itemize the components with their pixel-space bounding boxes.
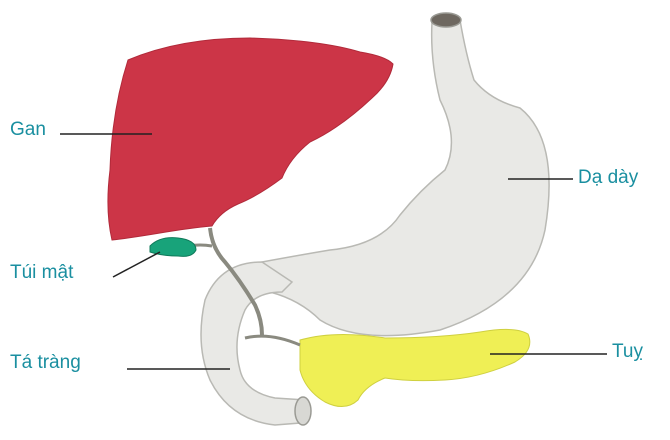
pancreatic-duct: [245, 336, 300, 345]
liver: [108, 38, 393, 240]
leader-line-gallbladder: [113, 252, 160, 277]
esophagus-opening: [431, 13, 461, 27]
label-gallbladder: Túi mật: [10, 262, 73, 284]
label-duodenum: Tá tràng: [10, 352, 81, 374]
label-pancreas: Tuỵ: [612, 341, 643, 363]
label-stomach: Dạ dày: [578, 167, 638, 189]
duodenum-opening: [295, 397, 311, 425]
pancreas: [300, 329, 530, 406]
label-liver: Gan: [10, 119, 46, 141]
